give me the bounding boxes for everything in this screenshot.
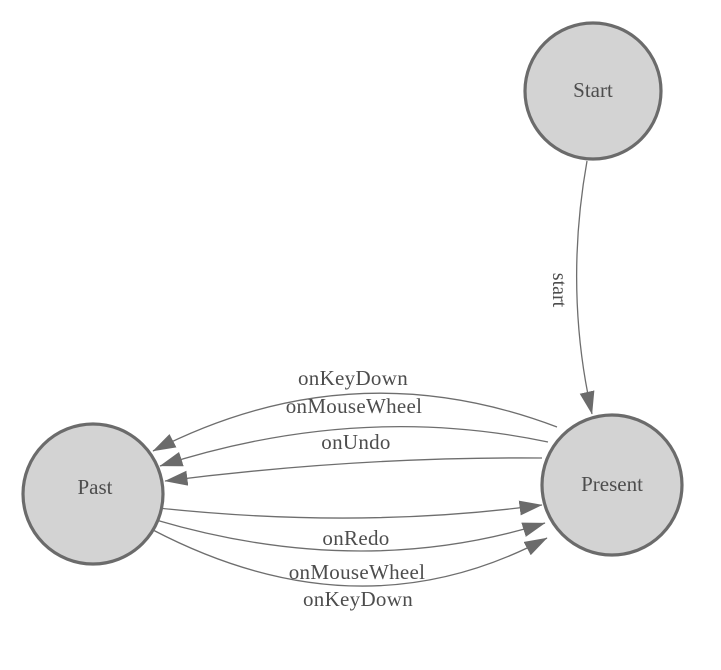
edge-label-onundo: onUndo [321,430,390,454]
edge-start-to-present [575,160,595,415]
node-present-circle[interactable] [540,413,684,557]
edge-past-to-present-onredo [157,500,543,519]
edge-label-onkeydown-top: onKeyDown [298,366,408,390]
edge-present-to-past-onundo [164,457,543,486]
edge-label-onmousewheel-top: onMouseWheel [286,394,423,418]
node-start-label: Start [573,78,613,102]
edge-labels-layer: start onKeyDown onMouseWheel onUndo onRe… [286,273,570,611]
edge-past-to-present-onmousewheel [155,519,546,552]
node-start[interactable]: Start [523,21,663,161]
edge-label-onredo: onRedo [322,526,389,550]
edge-label-onmousewheel-bottom: onMouseWheel [289,560,426,584]
edge-label-start: start [548,273,570,308]
node-present-label: Present [581,472,643,496]
edges-layer [152,160,595,587]
edge-label-onkeydown-bottom: onKeyDown [303,587,413,611]
node-start-circle[interactable] [523,21,663,161]
node-past-label: Past [77,475,112,499]
edge-past-to-present-onkeydown [152,529,548,587]
edge-present-to-past-onkeydown [152,392,558,452]
node-past[interactable]: Past [21,422,165,566]
edge-present-to-past-onmousewheel [159,425,549,467]
node-present[interactable]: Present [540,413,684,557]
node-past-circle[interactable] [21,422,165,566]
